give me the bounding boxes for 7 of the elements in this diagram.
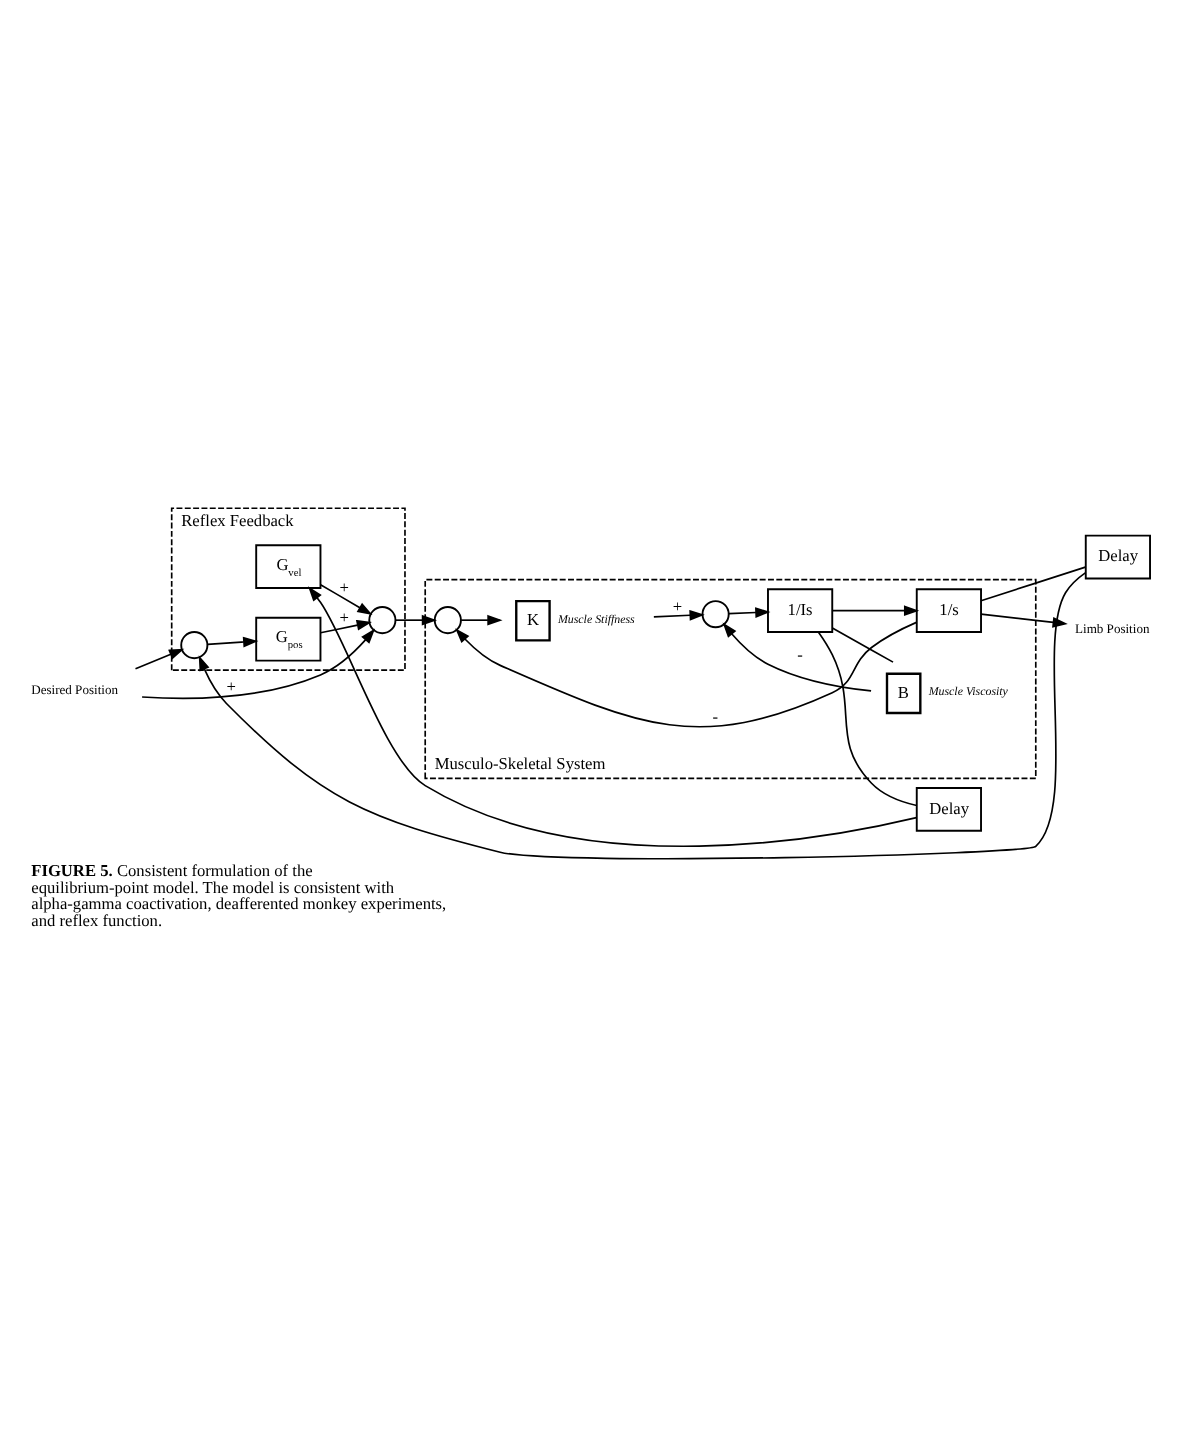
edge-label: -: [797, 644, 803, 663]
edge-label: -: [712, 706, 719, 725]
edge-label: +: [339, 578, 349, 597]
edge-label: +: [672, 597, 683, 616]
edge-label: +: [226, 676, 236, 695]
caption: FIGURE 5. Consistent formulation of the equilibrium-point model. The model is consistent with alpha-gamma coactivation, deafferented monkey experiments, and reflex function.: [31, 860, 447, 929]
edge-label: +: [339, 607, 349, 626]
